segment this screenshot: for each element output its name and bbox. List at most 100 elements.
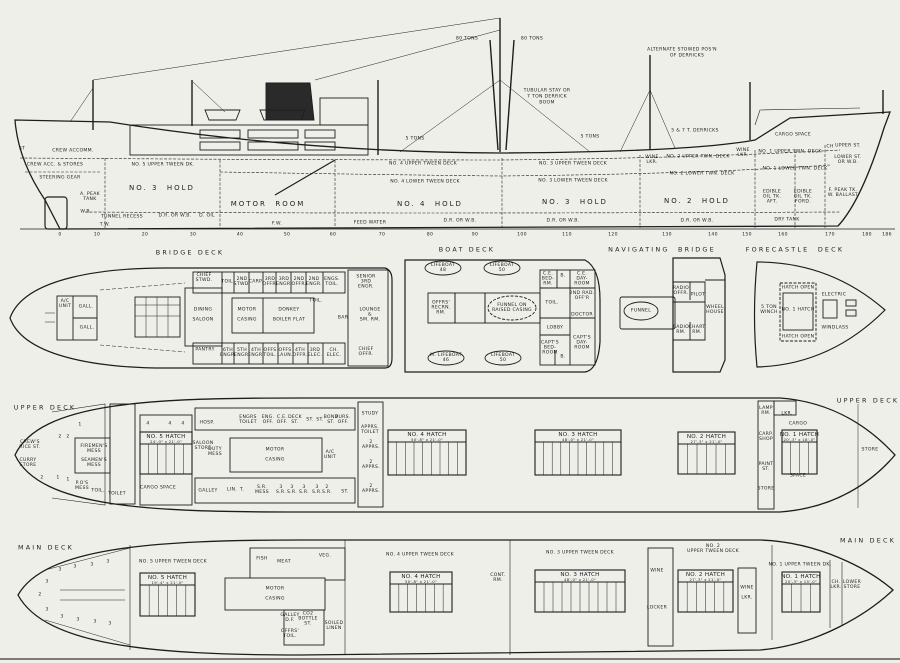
room-label: C.E. BED- RM. xyxy=(541,271,555,287)
room-label: 4 xyxy=(146,421,150,427)
profile-label: NO. 2 UPPER TWN. DECK xyxy=(666,154,730,160)
profile-label: ST xyxy=(18,146,26,152)
room-label: LOBBY xyxy=(546,325,564,331)
room-label: CHIEF OFFR. xyxy=(358,346,374,357)
profile-hull xyxy=(14,111,891,230)
room-label: NO. 1 HATCH xyxy=(781,307,815,313)
profile-label: OF DERRICKS xyxy=(669,53,705,59)
room-label: A/C UNIT xyxy=(58,298,72,309)
room-label: LIN. xyxy=(226,487,238,493)
profile-label: 7 TON DERRICK xyxy=(527,94,567,100)
hatch-name: NO. 2 HATCH xyxy=(685,571,726,578)
room-label: NO. 1 UPPER TWEEN DK. xyxy=(768,562,832,568)
room-label: OFFRS' TOIL. xyxy=(280,628,300,639)
internal-decks xyxy=(19,145,841,228)
room-label: DECK ST. xyxy=(288,414,302,425)
frame-number: 80 xyxy=(426,232,434,238)
room-label: DUTY MESS xyxy=(208,446,222,457)
room-label: ENG. OFF. xyxy=(261,414,275,425)
frame-number: 60 xyxy=(329,232,337,238)
hatch-name: NO. 5 HATCH xyxy=(147,574,188,581)
hatch-name: NO. 4 HATCH xyxy=(401,573,441,580)
profile-label: A. PEAK TANK xyxy=(80,191,100,202)
room-label: C.E. DAY- ROOM xyxy=(574,271,590,287)
profile-label: WINE LKR. xyxy=(736,147,750,158)
room-label: 3 xyxy=(45,579,49,585)
room-label: VEG. xyxy=(318,553,332,559)
room-label: CHART RM. xyxy=(688,324,706,335)
hatch-name: NO. 3 HATCH xyxy=(560,571,600,578)
room-label: 1 xyxy=(56,475,60,481)
room-label: P.O'S MESS xyxy=(75,480,89,491)
room-label: 3RD ELEC. xyxy=(307,347,323,358)
room-label: A/C UNIT xyxy=(323,449,337,460)
hatch-size: 50'-8" x 21'-0" xyxy=(405,578,437,584)
room-label: 4TH OFFR. xyxy=(292,347,308,358)
room-label: ELECTRIC xyxy=(821,292,847,298)
room-label: 2ND ENGR. xyxy=(306,276,322,287)
room-label: LIFEBOAT 50 xyxy=(489,262,515,273)
room-label: MOTOR CASING xyxy=(265,586,285,602)
deck-title-forecastle: FORECASTLE DECK xyxy=(745,245,845,254)
frame-number: 186 xyxy=(882,232,892,238)
room-label: ST. xyxy=(341,489,349,495)
room-label: 2ND OFFR. xyxy=(291,276,307,287)
room-label: ENGS. TOIL. xyxy=(324,276,340,287)
room-label: CHIEF STWD. xyxy=(195,272,213,283)
room-label: 2ND STWD. xyxy=(233,276,251,287)
deck-title-boat: BOAT DECK xyxy=(438,245,496,254)
hatch-size: 27'-3" x 21'-0" xyxy=(689,576,722,582)
deck-title-upper-left: UPPER DECK xyxy=(13,403,77,412)
profile-label: NO. 4 HOLD xyxy=(397,200,463,209)
room-label: NO. 3 UPPER TWEEN DECK xyxy=(546,550,614,556)
room-label: 4 xyxy=(181,421,185,427)
frame-number: 70 xyxy=(378,232,386,238)
frame-number: 130 xyxy=(662,232,672,238)
frame-number: 90 xyxy=(471,232,479,238)
room-label: CH. LKR. xyxy=(830,579,842,590)
hatch-size: 50'-8" x 21'-0" xyxy=(411,436,443,442)
room-label: CARP. SHOP xyxy=(758,431,774,442)
room-label: CARP. xyxy=(248,279,264,285)
room-label: NO. 5 UPPER TWEEN DECK xyxy=(139,559,207,565)
room-label: SPACE xyxy=(789,473,807,479)
hatch-size: 27'-3" x 21'-0" xyxy=(690,438,723,444)
profile-label: 5 TONS xyxy=(580,134,600,140)
room-label: CARGO xyxy=(788,421,808,427)
profile-label: NO. 1 LOWER TWN. DECK xyxy=(762,166,828,172)
profile-label: DRY TANK xyxy=(774,217,800,223)
room-label: SOILED LINEN xyxy=(324,620,344,631)
frame-number: 170 xyxy=(825,232,835,238)
deck-title-main-left: MAIN DECK xyxy=(18,543,74,552)
room-label: SALOON STORE xyxy=(192,440,214,451)
profile-label: D.R. OR W.B. xyxy=(546,218,580,224)
hatch-name: NO. 3 HATCH xyxy=(558,431,598,438)
profile-label: F.W. xyxy=(271,221,283,227)
room-label: 3RD ENGR. xyxy=(276,276,292,287)
room-label: CONT. RM. xyxy=(490,572,506,583)
profile-label: NO. 4 UPPER TWEEN DECK xyxy=(389,161,457,167)
room-label: HOSP. xyxy=(199,420,215,426)
profile-label: NO. 2 LOWER TWN. DECK xyxy=(669,171,735,177)
room-label: B. xyxy=(560,354,566,360)
profile-label: TUBULAR STAY OR xyxy=(523,88,571,94)
profile-label: ALTERNATE STOWED POS'N xyxy=(647,47,717,53)
profile-elevation xyxy=(14,17,895,230)
hatch-size: 20'-3" x 18'-0" xyxy=(783,436,816,442)
frame-number: 50 xyxy=(283,232,291,238)
room-label: LIFEBOAT 50 xyxy=(490,352,516,363)
room-label: PILOT xyxy=(690,292,706,298)
room-label: HATCH OPEN xyxy=(781,285,815,291)
room-label: DONKEY BOILER FLAT xyxy=(272,307,306,323)
room-label: 3 xyxy=(90,562,94,568)
frame-number: 40 xyxy=(236,232,244,238)
profile-label: FEED WATER xyxy=(353,220,387,226)
room-label: FUNNEL xyxy=(630,308,652,314)
room-label: GALLEY xyxy=(198,488,218,494)
room-label: NO. 2 UPPER TWEEN DECK xyxy=(687,543,739,554)
room-label: 1 xyxy=(78,422,82,428)
hatch-name: NO. 1 HATCH xyxy=(781,573,821,580)
room-label: RADIO RM. xyxy=(672,324,690,335)
